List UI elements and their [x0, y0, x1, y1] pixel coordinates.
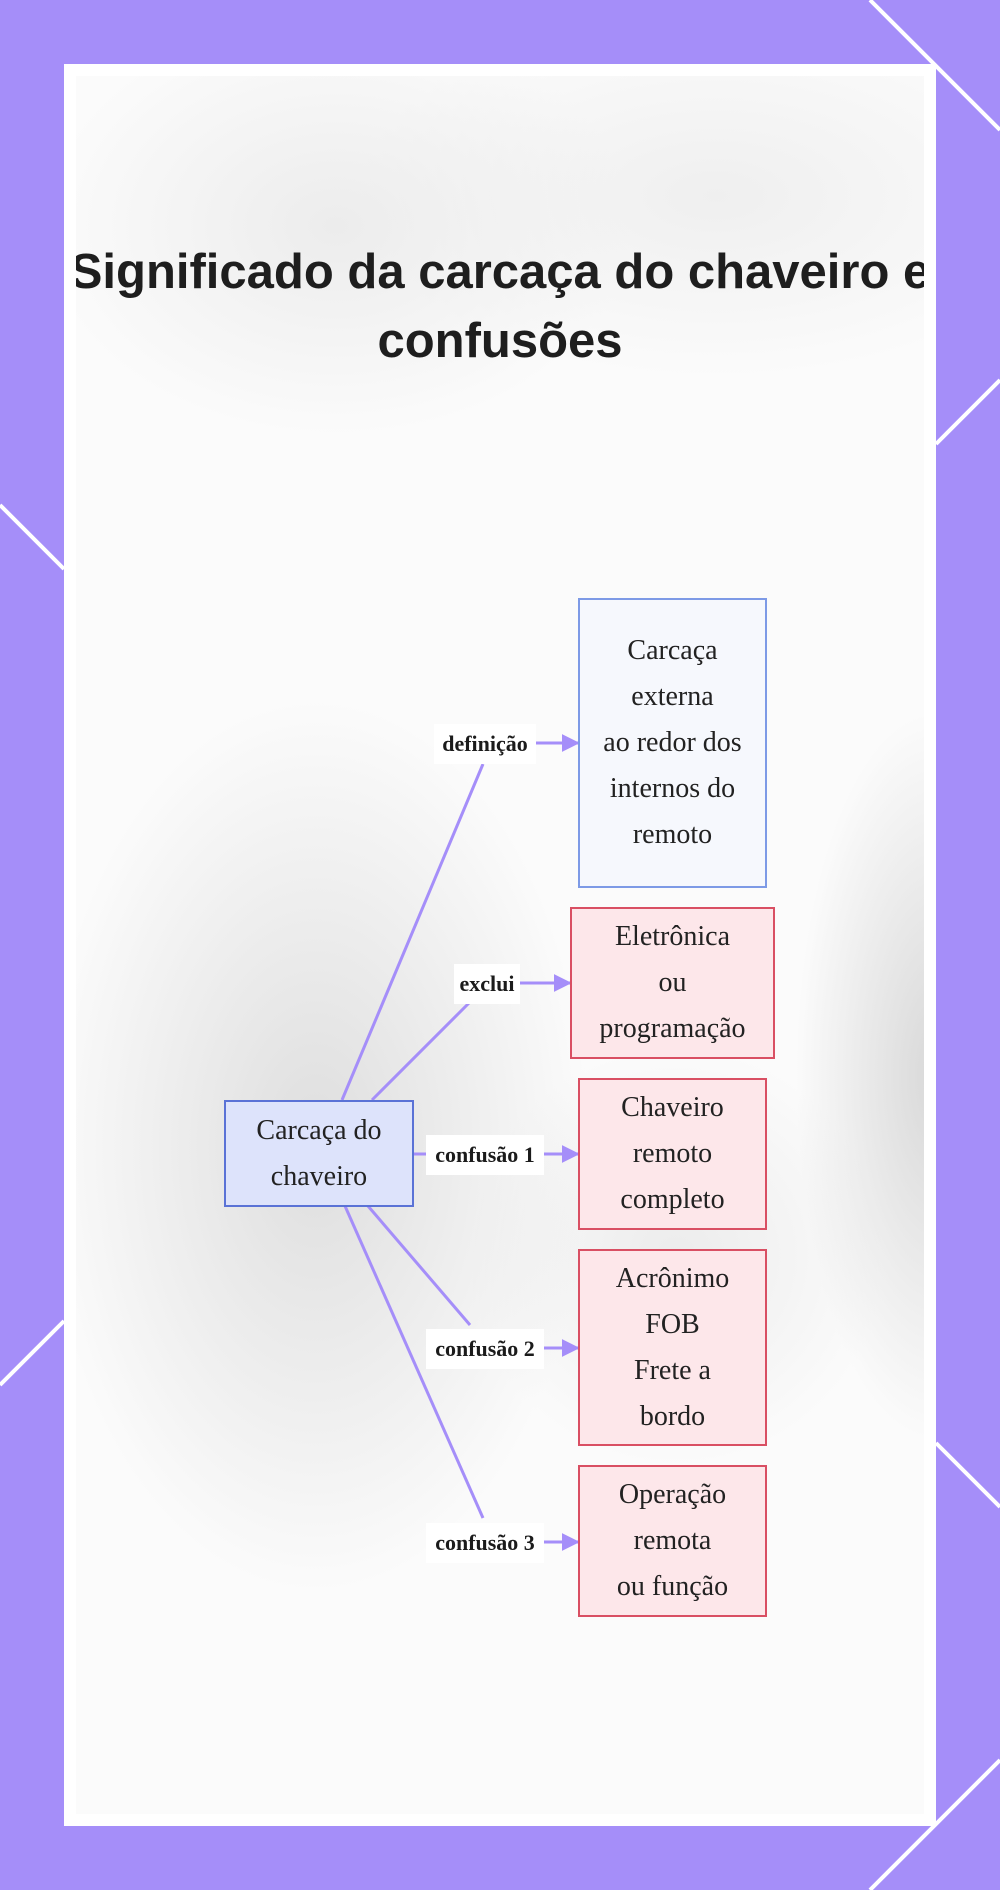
page-title: Significado da carcaça do chaveiro e con…: [76, 238, 924, 376]
edge-label-definicao: definição: [434, 724, 536, 764]
edge-confusao-2-line: [366, 1205, 472, 1326]
title-line-2: confusões: [377, 314, 623, 368]
edge-definicao-line: [340, 763, 485, 1101]
node-confusao-2: Acrônimo FOB Frete a bordo: [578, 1249, 767, 1446]
node-definicao: Carcaça externa ao redor dos internos do…: [578, 598, 767, 888]
title-line-1: Significado da carcaça do chaveiro e: [76, 245, 924, 299]
edge-exclui-line: [370, 1001, 471, 1102]
node-confusao-3: Operação remota ou função: [578, 1465, 767, 1617]
edge-label-confusao-1: confusão 1: [426, 1135, 544, 1175]
edge-confusao-3-line: [343, 1205, 485, 1519]
edge-label-exclui: exclui: [454, 964, 520, 1004]
title-area: Significado da carcaça do chaveiro e con…: [76, 0, 924, 1890]
node-confusao-1: Chaveiro remoto completo: [578, 1078, 767, 1230]
edge-label-confusao-3: confusão 3: [426, 1523, 544, 1563]
edge-label-confusao-2: confusão 2: [426, 1329, 544, 1369]
center-node: Carcaça do chaveiro: [224, 1100, 414, 1207]
node-exclui: Eletrônica ou programação: [570, 907, 775, 1059]
